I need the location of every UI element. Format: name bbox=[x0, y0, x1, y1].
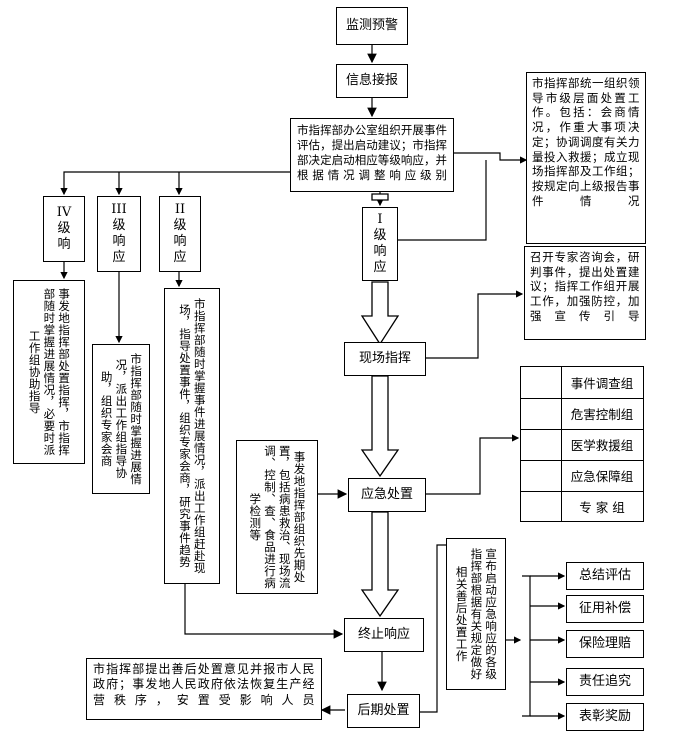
after-item-box: 总结评估 bbox=[566, 562, 644, 590]
site-node: 现场指挥 bbox=[344, 342, 426, 376]
gov-desc: 市指挥部提出善后处置意见并报市人民政府；事发地人民政府依法恢复生产经营秩序，安置… bbox=[93, 662, 315, 707]
after-item-box: 征用补偿 bbox=[566, 595, 644, 623]
group-row: 危害控制组 bbox=[521, 398, 643, 430]
group-label: 应急保障组 bbox=[570, 469, 634, 484]
group-row: 专 家 组 bbox=[521, 491, 643, 521]
group-label: 危害控制组 bbox=[570, 407, 634, 422]
level4-char-1: 级 bbox=[57, 220, 71, 236]
level2-char-1: 级 bbox=[173, 217, 187, 233]
level3-char-0: III bbox=[111, 201, 127, 217]
level2-desc: 市指挥部随时掌握事件进展情况，派出工作组赶赴现场，指导处置事件，组织专家会商，研… bbox=[178, 298, 207, 574]
expert-desc: 召开专家咨询会，研判事件，提出处置建议；指挥工作组开展工作，加强防控，加强宣传引… bbox=[530, 250, 640, 323]
level1-node: I 级 响 应 bbox=[362, 207, 398, 281]
after-item-label: 责任追究 bbox=[578, 673, 631, 689]
local-desc: 事发地指挥部组织先期处置，包括病患救治、现场流调、控制、查、食品进行病学检测等 bbox=[248, 445, 307, 589]
terminate-label: 终止响应 bbox=[357, 626, 410, 642]
report-label: 信息接报 bbox=[345, 72, 398, 88]
after-desc: 宣布启动应急响应的各级指挥部根据有关规定做好相关善后处置工作 bbox=[454, 548, 499, 680]
expert-desc-box: 召开专家咨询会，研判事件，提出处置建议；指挥工作组开展工作，加强防控，加强宣传引… bbox=[524, 246, 646, 340]
after-item-label: 表彰奖励 bbox=[578, 708, 631, 724]
after-item-box: 表彰奖励 bbox=[566, 703, 644, 731]
level2-char-0: II bbox=[174, 201, 186, 217]
after-desc-box: 宣布启动应急响应的各级指挥部根据有关规定做好相关善后处置工作 bbox=[446, 538, 506, 690]
assess-label: 市指挥部办公室组织开展事件评估，提出启动建议；市指挥部决定启动相应等级响应，并根… bbox=[297, 123, 447, 182]
level2-node: II 级 响 应 bbox=[159, 196, 201, 272]
report-node: 信息接报 bbox=[336, 64, 408, 98]
level1-char-2: 响 bbox=[373, 244, 387, 259]
level1-char-1: 级 bbox=[373, 227, 387, 243]
monitor-node: 监测预警 bbox=[336, 7, 408, 45]
level4-char-0: IV bbox=[56, 204, 72, 220]
emergency-label: 应急处置 bbox=[360, 486, 413, 502]
level3-desc-box: 市指挥部随时掌握进展情况，派出工作组指导协助，组织专家会商 bbox=[92, 344, 150, 494]
group-row: 事件调查组 bbox=[521, 367, 643, 399]
level3-char-3: 应 bbox=[112, 250, 126, 266]
terminate-node: 终止响应 bbox=[344, 618, 424, 652]
after-item-label: 总结评估 bbox=[578, 567, 631, 583]
assess-node: 市指挥部办公室组织开展事件评估，提出启动建议；市指挥部决定启动相应等级响应，并根… bbox=[290, 118, 454, 192]
level4-desc: 事发地指挥部处置指挥，市指挥部随时掌握进展情况，必要时派工作组协助指导 bbox=[27, 288, 72, 456]
level3-desc: 市指挥部随时掌握进展情况，派出工作组指导协助，组织专家会商 bbox=[99, 353, 144, 485]
level2-desc-box: 市指挥部随时掌握事件进展情况，派出工作组赶赴现场，指导处置事件，组织专家会商，研… bbox=[164, 288, 220, 584]
group-label: 事件调查组 bbox=[570, 376, 634, 391]
groups-table: 事件调查组 危害控制组 医学救援组 应急保障组 专 家 组 bbox=[520, 366, 644, 522]
level1-char-3: 应 bbox=[373, 260, 387, 276]
level4-desc-box: 事发地指挥部处置指挥，市指挥部随时掌握进展情况，必要时派工作组协助指导 bbox=[13, 280, 85, 464]
group-label: 专 家 组 bbox=[579, 499, 625, 515]
site-label: 现场指挥 bbox=[358, 350, 411, 366]
local-desc-box: 事发地指挥部组织先期处置，包括病患救治、现场流调、控制、查、食品进行病学检测等 bbox=[236, 440, 318, 594]
after-item-label: 征用补偿 bbox=[578, 600, 631, 616]
gov-desc-box: 市指挥部提出善后处置意见并报市人民政府；事发地人民政府依法恢复生产经营秩序，安置… bbox=[86, 658, 322, 720]
level3-char-2: 响 bbox=[112, 234, 126, 249]
level4-node: IV 级 响 bbox=[43, 196, 85, 262]
emergency-node: 应急处置 bbox=[348, 478, 426, 512]
level3-char-1: 级 bbox=[112, 217, 126, 233]
level1-desc-box: 市指挥部统一组织领导市级层面处置工作。包括：会商情况，作重大事项决定；协调调度有… bbox=[526, 72, 646, 244]
group-row: 应急保障组 bbox=[521, 460, 643, 492]
level1-desc: 市指挥部统一组织领导市级层面处置工作。包括：会商情况，作重大事项决定；协调调度有… bbox=[532, 76, 640, 208]
group-label: 医学救援组 bbox=[570, 438, 634, 453]
after-node: 后期处置 bbox=[347, 694, 420, 728]
level4-char-2: 响 bbox=[57, 237, 71, 253]
after-label: 后期处置 bbox=[357, 702, 410, 718]
level3-node: III 级 响 应 bbox=[97, 196, 141, 272]
after-item-box: 责任追究 bbox=[566, 668, 644, 696]
group-row: 医学救援组 bbox=[521, 429, 643, 461]
level1-char-0: I bbox=[377, 211, 383, 227]
monitor-label: 监测预警 bbox=[345, 17, 398, 33]
level2-char-3: 应 bbox=[173, 250, 187, 266]
after-item-box: 保险理赔 bbox=[566, 630, 644, 658]
groups-table-divider bbox=[561, 367, 562, 521]
level2-char-2: 响 bbox=[173, 234, 187, 249]
after-item-label: 保险理赔 bbox=[578, 635, 631, 651]
